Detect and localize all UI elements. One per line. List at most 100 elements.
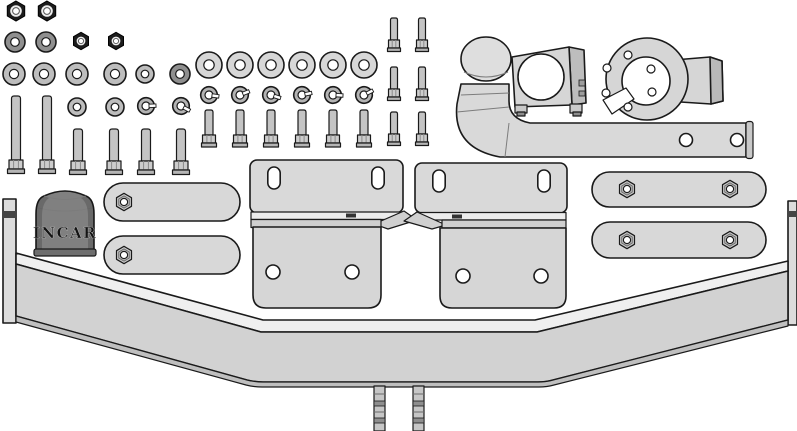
bracket-lower-face [252,226,382,309]
bracket-hole [533,268,549,284]
socket-plate-arm-end-face [709,56,724,105]
bolt-small [414,66,430,102]
bolt-long [6,95,26,175]
bolt-medium [136,128,156,176]
bolt-short [200,109,218,148]
hardware-top-middle [195,51,378,148]
socket-plate-hole [623,50,633,60]
bracket-fold-edge [250,211,405,221]
tow-ball-arm-hole [678,132,694,148]
spring-washer [320,82,346,108]
weld-nut [618,179,636,199]
welded-stud [373,385,386,431]
bracket-hole [455,268,471,284]
flat-washer [35,31,57,53]
socket-plate-hole [646,64,656,74]
bracket-hole [344,264,360,280]
backing-plate-single-nut [103,182,241,222]
flat-washer [103,62,127,86]
socket-plate-hole [623,102,633,112]
flat-washer-large [319,51,347,79]
bolt-short [262,109,280,148]
bolt-small [414,17,430,53]
hex-nut [108,31,124,51]
crossbeam [2,198,797,431]
weld-nut [721,179,739,199]
weld-nut [115,245,133,265]
spring-washer [259,83,284,107]
bracket-slot [431,169,447,193]
crossbeam-right-end-band [788,211,797,217]
bracket-lower-face [439,227,567,309]
backing-plate-double-nut [591,221,767,259]
tow-ball [455,36,754,160]
bolt-short [355,109,373,148]
cap-body [35,190,95,252]
backing-plate-double-nut [591,171,767,208]
hardware-bolt-column [386,17,430,147]
bolt-small [386,17,402,53]
flat-washer [4,31,26,53]
flat-washer-large [288,51,316,79]
bolt-short [293,109,311,148]
bolt-small [386,66,402,102]
flat-washer-large [257,51,285,79]
crossbeam-left-end-band [3,211,16,218]
tow-ball-arm-end-face [745,120,754,160]
socket-mount-plate [601,37,724,121]
flat-washer [2,62,26,86]
crossbeam-bottom-edge [15,315,789,388]
bracket-slot [370,166,386,190]
ball-clamp-hole [517,53,565,101]
bolt-medium [171,128,191,176]
welded-stud [412,385,425,431]
bracket-fold-lip [403,211,447,230]
socket-plate-center-hole [621,56,671,106]
flat-washer [169,63,191,85]
backing-plate-single-nut [103,235,241,275]
spring-washer [227,82,253,108]
flat-washer-large [226,51,254,79]
flat-washer-large [350,51,378,79]
spring-washer [289,82,315,108]
cap-brand-text: INCAR [33,224,97,242]
flange-nut [6,0,26,22]
flat-washer [32,62,56,86]
spring-washer [170,95,193,117]
flat-washer [65,62,89,86]
ball-cover-cap: INCAR [33,190,97,257]
bolt-short [231,109,249,148]
crossbeam-right-end-plate [787,200,797,326]
flange-nut [37,0,57,22]
spring-washer [196,82,222,108]
socket-plate-hole [601,88,611,98]
bracket-slot [266,166,282,190]
weld-nut [115,192,133,212]
bolt-short [324,109,342,148]
weld-nut [618,230,636,250]
weld-nut [721,230,739,250]
bolt-medium [104,128,124,176]
socket-plate-hole [602,63,612,73]
bolt-small [386,111,402,147]
flat-washer [135,64,155,84]
tow-ball-arm-hole [729,132,745,148]
socket-plate-open-notch [602,87,635,115]
flat-washer-large [195,51,223,79]
ball-clamp-bracket [511,46,587,117]
hardware-top-left [2,0,193,176]
tow-ball-head [460,36,512,82]
flat-washer [105,97,125,117]
cap-rim [33,248,97,257]
spring-washer [352,82,377,107]
side-bracket-right [403,162,568,309]
socket-plate-hole [647,87,657,97]
bolt-long [37,95,57,175]
flat-washer [67,97,87,117]
bolt-small [414,111,430,147]
bracket-slot [536,169,552,193]
bolt-medium [68,128,88,176]
bracket-hole [265,264,281,280]
